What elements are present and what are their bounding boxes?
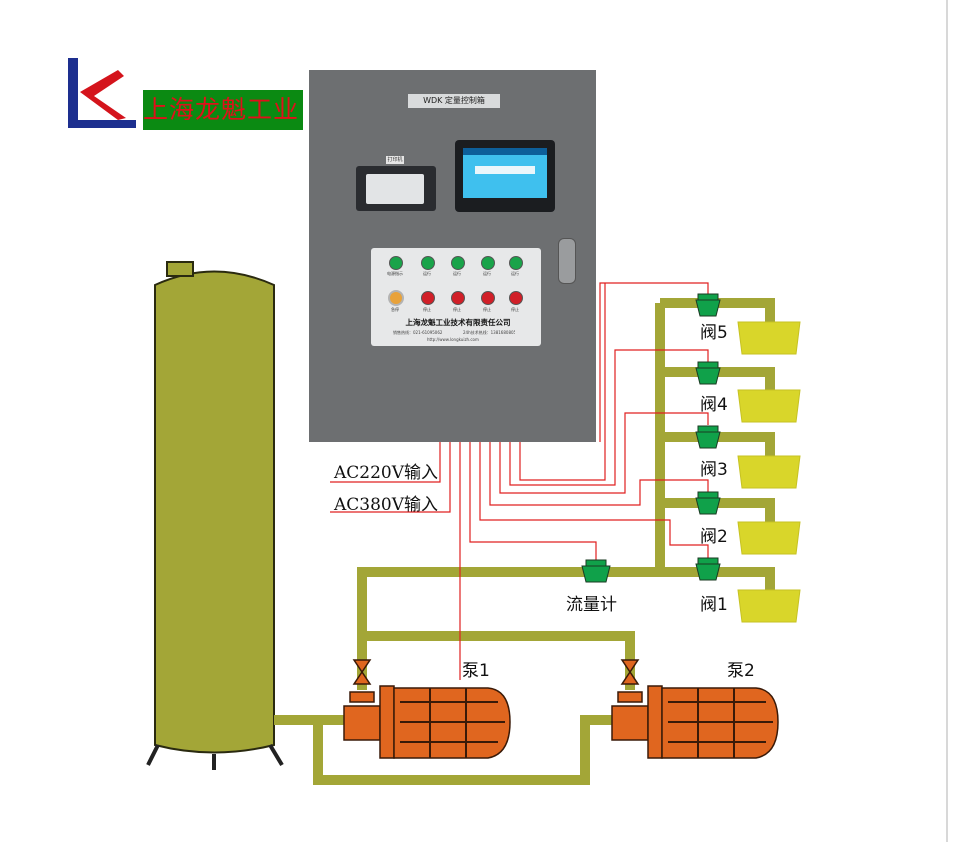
- printer-icon: [356, 166, 436, 211]
- flowmeter-label: 流量计: [566, 595, 617, 615]
- valve-1-icon: [695, 557, 721, 581]
- pump-2: [611, 659, 779, 759]
- valve-4-label: 阀4: [700, 395, 728, 415]
- control-panel-plate: 电源指示 运行 运行 运行 运行 急停 停止 停止 停止 停止 上海龙魁工业技术…: [371, 248, 541, 346]
- company-name: 上海龙魁工业技术有限责任公司: [405, 318, 511, 327]
- lamp-bottom-4-icon: [481, 291, 495, 305]
- brand-name-label: 上海龙魁工业: [143, 90, 303, 130]
- storage-tank: [146, 261, 284, 770]
- lamp-label-top-1: 电源指示: [387, 271, 403, 276]
- lamp-label-top-2: 运行: [423, 271, 431, 276]
- lamp-top-2-icon: [421, 256, 435, 270]
- lamp-bottom-2-icon: [421, 291, 435, 305]
- signal-wires: [330, 282, 709, 680]
- lamp-label-bottom-3: 停止: [453, 307, 461, 312]
- lamp-top-3-icon: [451, 256, 465, 270]
- ac380-input-label: AC380V输入: [334, 495, 439, 515]
- sales-hotline: 销售热线：021-61095062: [393, 330, 443, 335]
- lamp-bottom-3-icon: [451, 291, 465, 305]
- lamp-label-top-3: 运行: [453, 271, 461, 276]
- flowmeter-icon: [581, 559, 611, 583]
- lamp-top-1-icon: [389, 256, 403, 270]
- pump-1: [343, 659, 511, 759]
- cabinet-title: WDK 定量控制箱: [408, 94, 500, 108]
- ac220-input-label: AC220V输入: [334, 463, 439, 483]
- cabinet-handle-icon: [558, 238, 576, 284]
- lamp-top-5-icon: [509, 256, 523, 270]
- valve-1-label: 阀1: [700, 595, 728, 615]
- pump-2-label: 泵2: [727, 661, 755, 681]
- valve-2-label: 阀2: [700, 527, 728, 547]
- basins: [737, 321, 801, 623]
- lamp-bottom-5-icon: [509, 291, 523, 305]
- control-cabinet: WDK 定量控制箱 打印机 电源指示 运行 运行 运行 运行 急停 停止 停止 …: [309, 70, 596, 442]
- valve-3-label: 阀3: [700, 460, 728, 480]
- valve-4-icon: [695, 361, 721, 385]
- lk-logo-mark: [68, 58, 136, 128]
- company-website: http://www.longkuizh.com: [427, 337, 479, 342]
- pump-1-label: 泵1: [462, 661, 490, 681]
- lamp-label-top-4: 运行: [483, 271, 491, 276]
- valves-group: [581, 293, 721, 583]
- lamp-label-bottom-4: 停止: [483, 307, 491, 312]
- valve-3-icon: [695, 425, 721, 449]
- printer-label: 打印机: [386, 156, 404, 164]
- valve-5-label: 阀5: [700, 323, 728, 343]
- tech-hotline: 24h技术热线：13816808055: [463, 330, 515, 335]
- touch-screen-icon: [455, 140, 555, 212]
- lamp-top-4-icon: [481, 256, 495, 270]
- lamp-label-bottom-5: 停止: [511, 307, 519, 312]
- lamp-label-top-5: 运行: [511, 271, 519, 276]
- emergency-stop-icon: [388, 290, 404, 306]
- valve-2-icon: [695, 491, 721, 515]
- lamp-label-bottom-2: 停止: [423, 307, 431, 312]
- valve-5-icon: [695, 293, 721, 317]
- lamp-label-bottom-1: 急停: [391, 307, 399, 312]
